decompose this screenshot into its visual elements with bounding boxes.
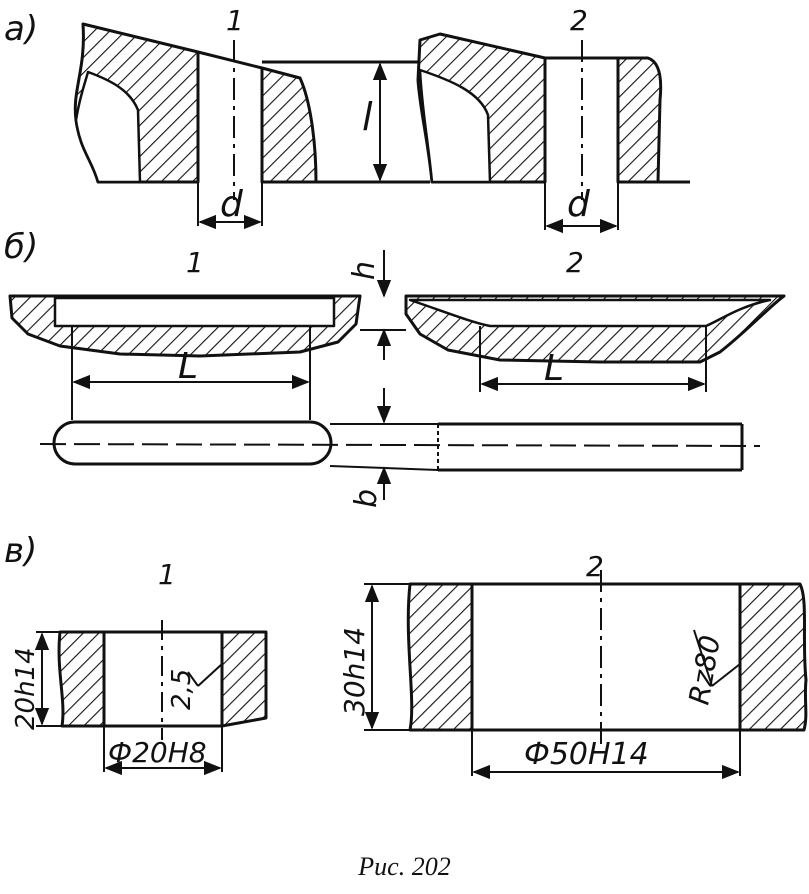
part2-a-right-section (616, 56, 663, 184)
panel-a-label: a) (4, 9, 38, 49)
panel-b-label: б) (4, 227, 38, 267)
part2-a-inner-cut (418, 68, 492, 184)
panel-b-dim-h: h (347, 261, 382, 280)
panel-c-item1: 1 (158, 558, 176, 591)
figure-caption: Рис. 202 (358, 852, 451, 881)
roughness2-mark (693, 629, 741, 687)
part2-b-groove (408, 298, 772, 328)
part1-c-right-wall (220, 630, 268, 728)
panel-c-roughness2: Rz80 (682, 633, 727, 707)
panel-c-height2: 30h14 (338, 627, 371, 716)
part2-c-right-wall (738, 582, 808, 732)
panel-c-roughness1: 2,5 (167, 669, 197, 710)
panel-c-height1: 20h14 (11, 647, 41, 730)
panel-c-label: в) (4, 531, 37, 571)
roughness1-mark (187, 663, 223, 687)
panel-a-item2: 2 (570, 4, 588, 37)
part1-b-groove (53, 296, 336, 328)
panel-c-diameter1: Ф20H8 (108, 736, 207, 769)
part2-c-left-wall (406, 582, 474, 732)
panel-b-item2: 2 (566, 246, 584, 279)
panel-a-item1: 1 (226, 4, 244, 37)
panel-c (34, 570, 808, 780)
panel-b-dim-L1: L (178, 346, 198, 387)
part1-a-right-section (260, 66, 318, 184)
panel-a-dim-d2: d (567, 184, 591, 225)
slot-axis (39, 443, 761, 447)
part1-c-left-wall (57, 630, 106, 728)
panel-c-diameter2: Ф50H14 (524, 737, 649, 772)
panel-a-dim-d1: d (220, 184, 244, 225)
panel-b (8, 250, 786, 500)
part1-b-slot-plan (52, 420, 333, 466)
panel-b-item1: 1 (186, 246, 204, 279)
panel-a (73, 22, 690, 234)
panel-c-item2: 2 (586, 550, 604, 583)
part1-a-inner-cut (74, 70, 142, 184)
panel-b-dim-b: b (349, 489, 384, 508)
panel-b-dim-L2: L (544, 348, 564, 389)
panel-a-dim-l: l (362, 95, 373, 139)
